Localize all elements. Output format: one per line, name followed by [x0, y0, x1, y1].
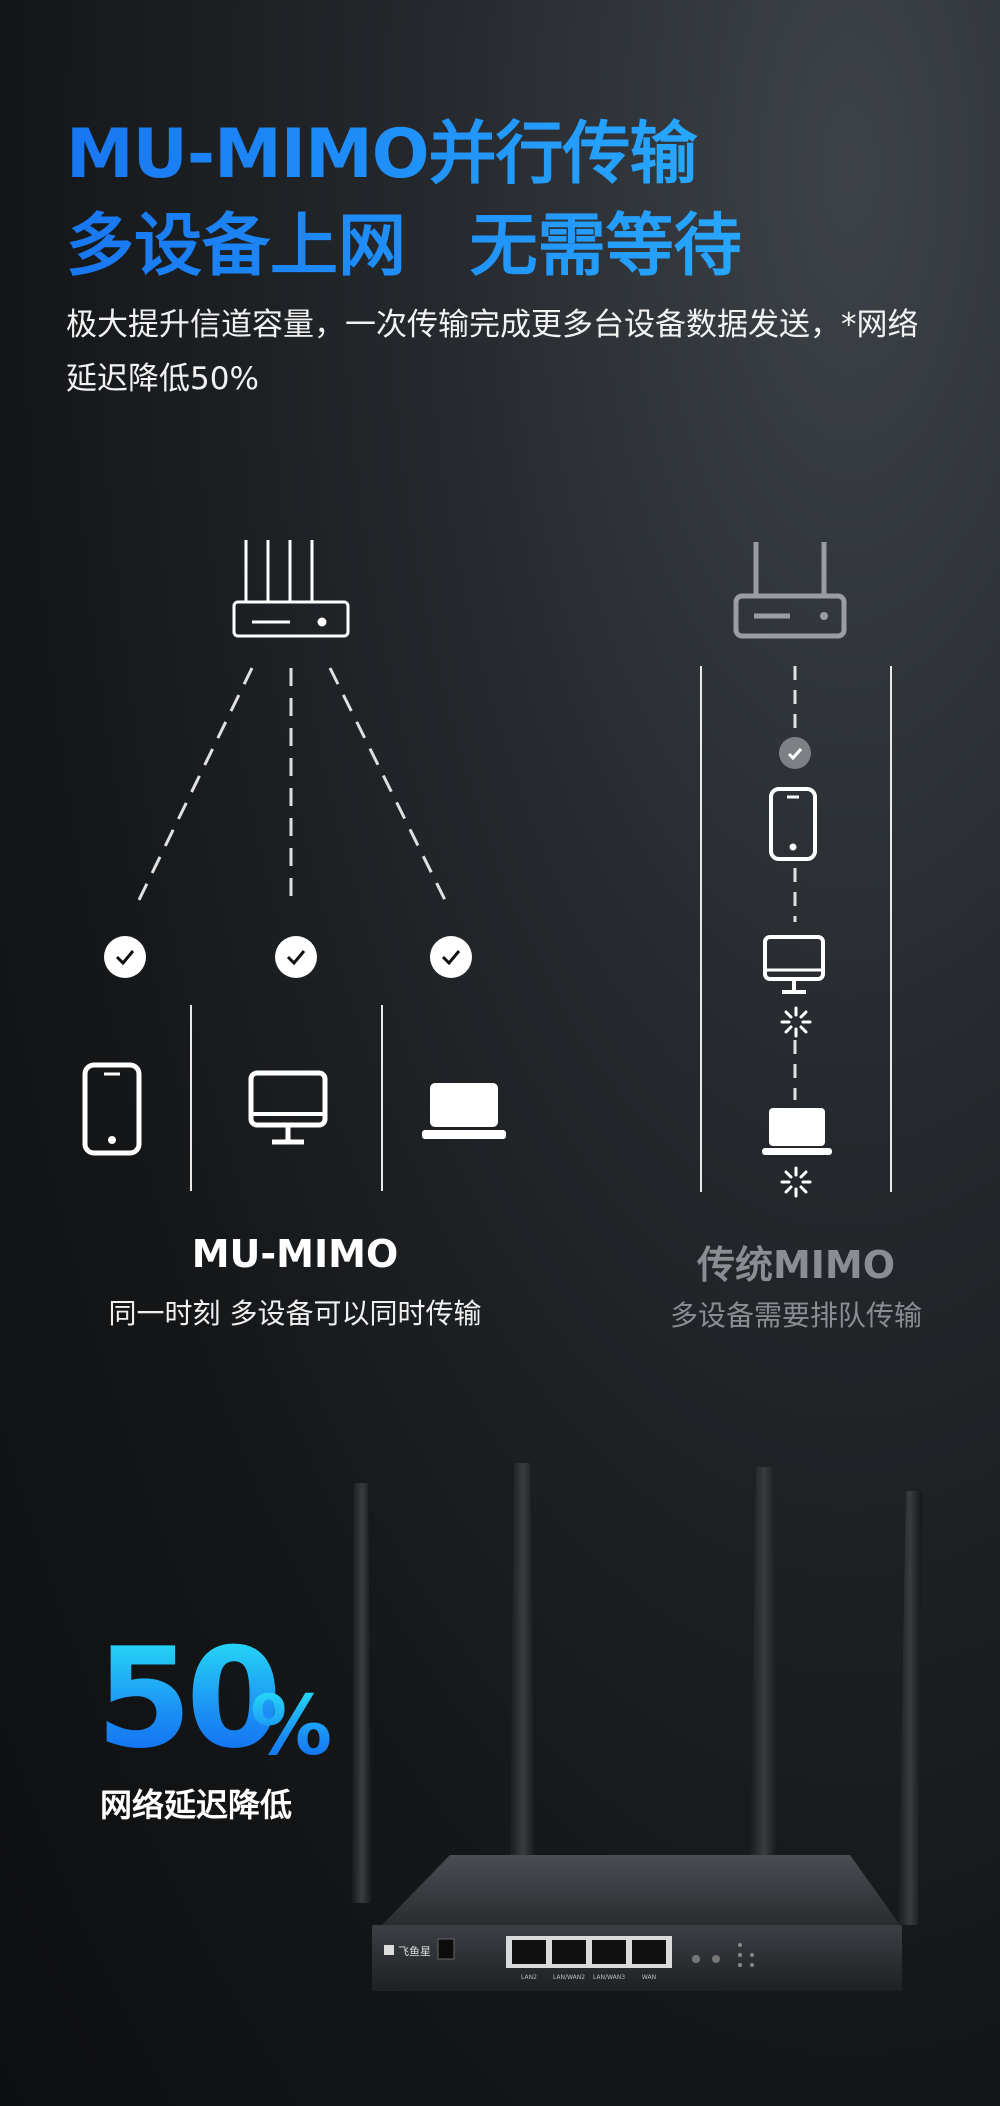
port-label: WAN	[642, 1974, 656, 1981]
router-brand-label: 飞鱼星	[398, 1944, 431, 1958]
check-icon	[275, 936, 317, 978]
port-label: LAN2	[521, 1974, 537, 1981]
divider	[700, 666, 702, 1192]
router-icon	[232, 540, 350, 638]
loading-icon	[780, 1166, 812, 1198]
headline-subtitle: 极大提升信道容量，一次传输完成更多台设备数据发送，*网络延迟降低50%	[66, 307, 919, 397]
signal-lines	[136, 667, 448, 903]
divider	[190, 1005, 192, 1191]
stat-caption: 网络延迟降低	[100, 1786, 293, 1824]
divider	[890, 666, 892, 1192]
phone-icon	[82, 1062, 142, 1156]
headline-line2: 多设备上网 无需等待	[66, 190, 742, 289]
mu-mimo-caption: 同一时刻 多设备可以同时传输	[108, 1297, 482, 1330]
traditional-mimo-title: 传统MIMO	[696, 1243, 896, 1287]
mu-mimo-title: MU-MIMO	[191, 1232, 399, 1276]
router-icon	[733, 542, 847, 639]
loading-icon	[780, 1006, 812, 1038]
traditional-mimo-caption: 多设备需要排队传输	[669, 1299, 922, 1332]
divider	[381, 1005, 383, 1191]
phone-icon	[769, 787, 817, 861]
check-icon	[430, 936, 472, 978]
desktop-icon	[248, 1070, 328, 1145]
mu-mimo-diagram	[136, 540, 448, 903]
queue-line	[793, 666, 797, 1100]
antenna	[352, 1463, 922, 1925]
router-product-image: 飞鱼星 LAN2 LAN/WAN2 LAN/WAN3 WAN	[352, 1463, 922, 1991]
stat-value: 50	[96, 1618, 282, 1779]
stat-unit: %	[250, 1679, 333, 1774]
port-label: LAN/WAN2	[553, 1974, 585, 1981]
desktop-icon	[763, 935, 825, 994]
check-icon	[779, 737, 811, 769]
headline-line1: MU-MIMO并行传输	[66, 98, 698, 197]
laptop-icon	[422, 1083, 506, 1139]
check-icon	[104, 936, 146, 978]
laptop-icon	[762, 1108, 832, 1155]
port-label: LAN/WAN3	[593, 1974, 625, 1981]
